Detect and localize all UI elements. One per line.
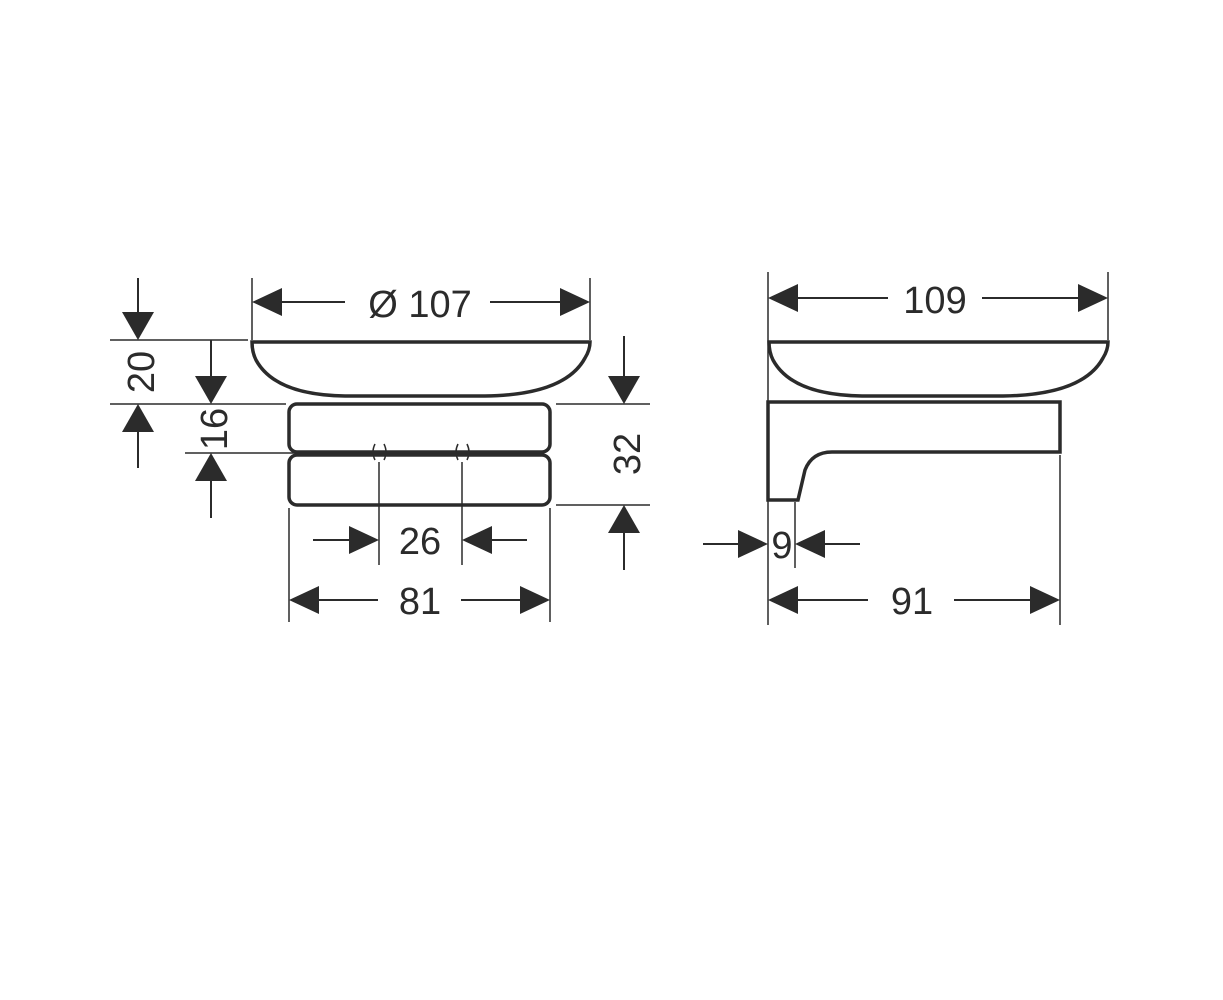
side-view: 109 9 91 — [703, 272, 1110, 625]
front-dish — [250, 340, 592, 398]
dim-width-label: 81 — [399, 581, 441, 623]
dim-width-81: 81 — [289, 581, 550, 623]
side-dish — [767, 340, 1110, 398]
dim-side-width-109: 109 — [768, 280, 1108, 322]
dim-wall-offset-label: 9 — [771, 525, 792, 567]
dim-diameter-label: Ø 107 — [368, 284, 472, 326]
front-screw-left — [372, 443, 387, 461]
side-bracket — [766, 400, 1062, 502]
dim-total-height-32: 32 — [607, 336, 649, 570]
dim-top-height-label: 20 — [121, 351, 163, 393]
dim-bracket-height-16: 16 — [194, 340, 236, 518]
front-screw-right — [455, 443, 470, 461]
dim-bracket-height-label: 16 — [194, 408, 236, 450]
dim-diameter-107: Ø 107 — [252, 284, 590, 326]
dim-screw-spacing-26: 26 — [313, 521, 527, 563]
dim-wall-offset-9: 9 — [703, 525, 860, 567]
front-view: Ø 107 20 16 32 — [110, 278, 650, 623]
front-holder-upper — [287, 402, 552, 454]
dim-side-width-label: 109 — [903, 280, 966, 322]
front-holder-lower — [287, 453, 552, 507]
dim-top-height-20: 20 — [121, 278, 163, 468]
dim-side-depth-91: 91 — [768, 581, 1060, 623]
dim-screw-spacing-label: 26 — [399, 521, 441, 563]
dim-side-depth-label: 91 — [891, 581, 933, 623]
dim-total-height-label: 32 — [607, 433, 649, 475]
